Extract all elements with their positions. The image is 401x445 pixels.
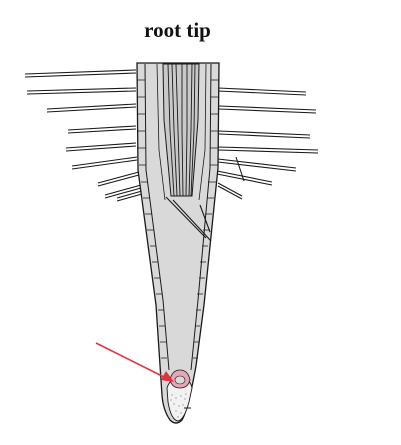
figure-title: root tip	[144, 18, 211, 42]
epidermis-cell-walls	[137, 79, 219, 359]
leader-lines	[165, 196, 212, 242]
vascular-cylinder	[162, 63, 200, 197]
root-hairs-left	[24, 69, 143, 202]
cortex-lines	[156, 63, 207, 201]
root-cap-stipple	[170, 393, 187, 418]
root-body	[136, 62, 220, 424]
epidermis-left	[144, 63, 170, 371]
root-hairs-right	[216, 87, 319, 200]
pointer-arrow	[95, 342, 174, 382]
